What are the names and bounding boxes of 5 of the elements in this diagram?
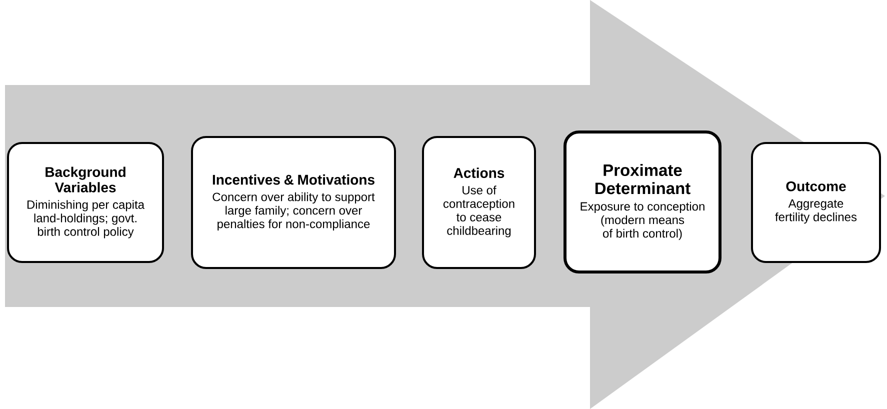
process-box: Actions Use of contraception to cease childbearing [422,136,536,269]
process-box: Proximate Determinant Exposure to conception (modern means of birth control) [564,130,722,274]
process-box: Outcome Aggregate fertility declines [751,142,881,263]
process-box: Incentives & Motivations Concern over ability to support large family; concern over penalties for non-compliance [191,136,396,269]
process-box: Background Variables Diminishing per capita land-holdings; govt. birth control policy [7,142,164,263]
